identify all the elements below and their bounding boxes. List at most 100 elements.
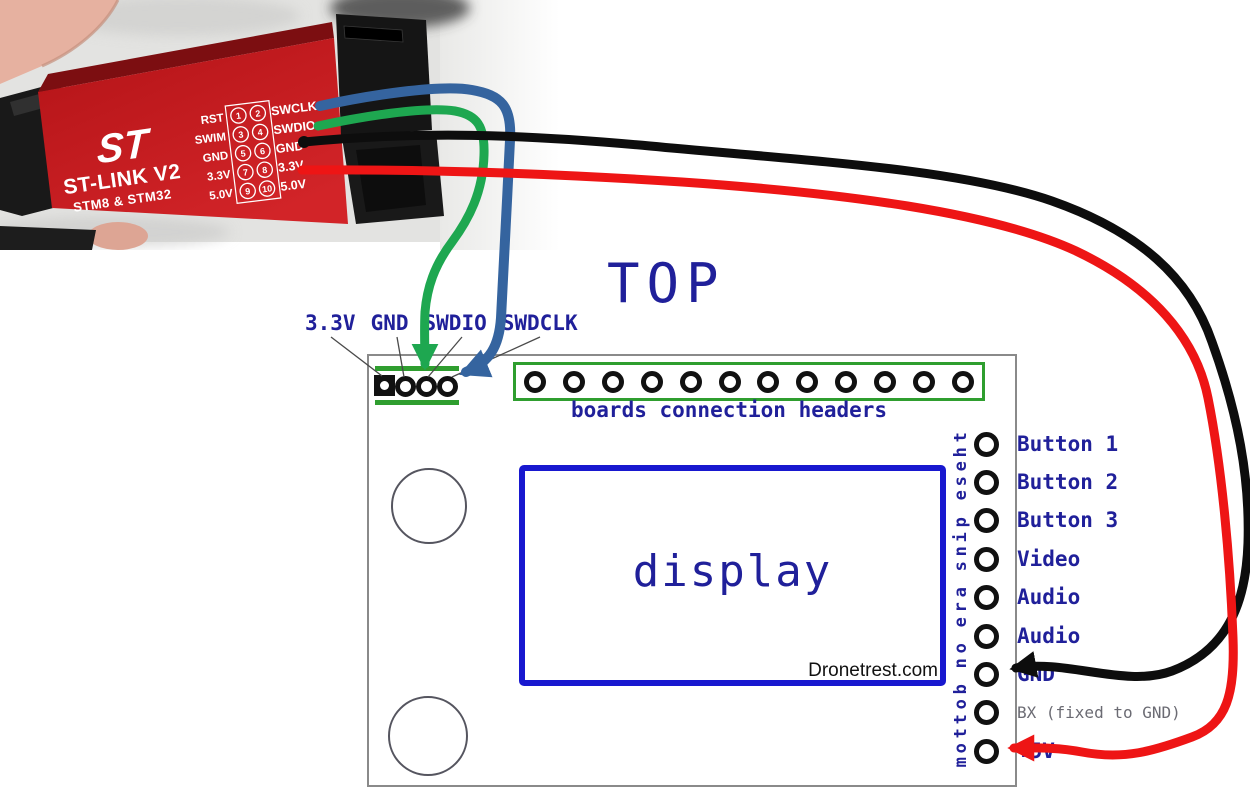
pcb-trace-top [375, 366, 459, 371]
header-pin [718, 370, 741, 393]
board-right-pin-label: Audio [1017, 623, 1081, 648]
pin-number: 2 [255, 108, 261, 119]
stlink-pin-left-label: RST [200, 112, 224, 127]
photo-edge-fade [440, 0, 560, 250]
top-pin-label: SWDIO [423, 311, 487, 335]
pin-number-circle [232, 126, 250, 143]
pcb-trace-bottom [375, 400, 459, 405]
side-note-char: r [951, 602, 971, 613]
board-right-pin-label: Button 2 [1017, 469, 1119, 494]
board-right-pin [974, 546, 999, 572]
header-pin [796, 370, 819, 393]
board-right-pin [974, 661, 999, 687]
connector-slot [343, 25, 404, 43]
pin-number: 5 [240, 148, 246, 159]
header-pin [679, 370, 702, 393]
stlink-pin-left-label: GND [202, 150, 229, 165]
board-right-pin-label: Button 1 [1017, 431, 1119, 456]
pin-number-circle [239, 182, 256, 200]
board-right-pin [974, 508, 999, 534]
top-pin-label: GND [370, 311, 409, 335]
pin-3v3-hole [380, 381, 389, 390]
board-right-pin [974, 431, 999, 457]
stlink-pin-left-label: 5.0V [209, 188, 234, 203]
top-pin-label: 3.3V [305, 311, 356, 335]
side-note-char: m [951, 757, 971, 768]
pin-number-circle [254, 142, 271, 160]
pin-number-circle [237, 163, 254, 181]
pin-number-circle [251, 123, 269, 141]
side-note-char: t [951, 713, 971, 724]
stlink-pin-row: RST 1 2 SWCLK [200, 99, 317, 127]
side-note-char: n [951, 546, 971, 557]
stlink-pin-left-label: 3.3V [206, 169, 231, 184]
header-pin [874, 370, 897, 393]
side-note-char: n [951, 657, 971, 669]
top-pin-label: SWDCLK [501, 311, 578, 335]
board-right-pin-label: Button 3 [1017, 508, 1119, 533]
board-right-pin-row: Button 2 [974, 469, 1118, 495]
side-note-char: o [951, 699, 971, 710]
pin-swdio [416, 376, 437, 397]
pin-number: 6 [259, 146, 265, 157]
pinout-table-border [224, 100, 282, 204]
side-note-char: h [951, 446, 971, 458]
side-note-char: e [951, 616, 971, 627]
stlink-pin-right-label: SWCLK [270, 99, 317, 118]
side-note-char: o [951, 643, 971, 654]
board-right-pin [974, 700, 999, 726]
side-note-char: s [951, 475, 971, 487]
board-right-pin [974, 585, 999, 611]
st-logo: ST [96, 120, 152, 173]
connector-lower-inset [356, 145, 426, 212]
pin-number: 3 [238, 129, 244, 140]
board-right-pin [974, 469, 999, 495]
side-note-char: e [951, 461, 971, 472]
side-note-char: o [951, 742, 971, 754]
board-title: TOP [607, 252, 726, 315]
board-right-pin [974, 738, 999, 764]
top-pin-labels: 3.3V GND SWDIO SWDCLK [305, 311, 578, 335]
pin-number: 4 [257, 127, 263, 138]
side-note-char: t [951, 432, 971, 443]
header-pin [640, 370, 663, 393]
board-right-pin [974, 623, 999, 649]
header-pin [601, 370, 624, 393]
pin-number: 10 [262, 183, 273, 194]
board-right-pin-label: +5V [1017, 738, 1055, 763]
mounting-hole-top [391, 468, 467, 544]
photo-bottom-shadow [0, 226, 96, 250]
pin-3v3 [374, 375, 395, 396]
board-right-pin-row: Button 1 [974, 431, 1118, 457]
pin-number-circle [256, 161, 273, 178]
header-pin [757, 370, 780, 393]
side-note-char: p [951, 517, 971, 528]
side-note-char: b [951, 684, 971, 695]
pin-number: 1 [235, 111, 241, 122]
pin-swdclk [437, 376, 458, 397]
watermark: Dronetrest.com [808, 660, 938, 681]
pin-number-circle [258, 180, 276, 197]
headers-label: boards connection headers [571, 398, 888, 422]
header-pin [835, 370, 858, 393]
board-right-pin-row: Audio [974, 585, 1080, 611]
pin-number: 7 [242, 167, 248, 178]
board-right-pin-label: Audio [1017, 585, 1081, 610]
pin-number-circle [230, 107, 247, 124]
finger-bottom [88, 222, 148, 250]
pin-gnd [395, 376, 416, 397]
board-right-pin-row: Audio [974, 623, 1080, 649]
display-label: display [632, 546, 833, 597]
board-right-pin-row: BX (fixed to GND) [974, 700, 1181, 726]
side-note-char: e [951, 490, 971, 501]
board-right-pin-row: Video [974, 546, 1080, 572]
board-right-pin-row: GND [974, 661, 1055, 687]
header-pin [951, 370, 974, 393]
side-note-char: t [951, 728, 971, 739]
board-right-pin-label: GND [1017, 661, 1055, 686]
display-rect: display Dronetrest.com [519, 465, 946, 686]
